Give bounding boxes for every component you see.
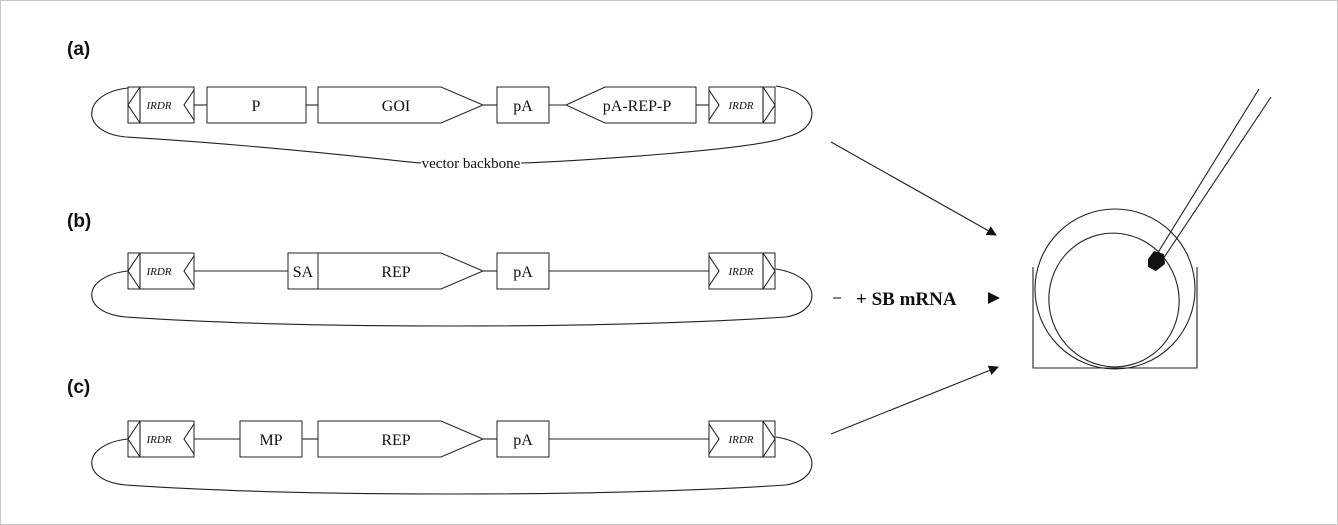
promoter-p-label: P (252, 98, 261, 115)
irdr-right-label: IRDR (727, 434, 753, 446)
pa-label: pA (513, 264, 533, 281)
zygote-injection-illustration (1032, 88, 1272, 370)
sb-mrna-label: + SB mRNA (856, 289, 957, 310)
sb-arrow-head (988, 292, 1000, 304)
vector-backbone-loop (91, 436, 813, 495)
holding-cup (1032, 267, 1198, 369)
irdr-right-element: IRDR (708, 252, 776, 290)
goi-label: GOI (382, 98, 410, 115)
rep-arrow-box (317, 252, 485, 290)
vector-backbone-label: vector backbone (422, 156, 521, 172)
rep-label: REP (381, 264, 410, 281)
rep-arrow-box (317, 420, 485, 458)
arrow-a-to-cell (830, 141, 997, 236)
pa-box (496, 252, 550, 290)
irdr-right-element: IRDR (708, 86, 776, 124)
panel-a: (a) vector backbone IRDR P GOI pA pA-REP… (67, 39, 813, 172)
irdr-left-element: IRDR (127, 420, 195, 458)
irdr-left-label: IRDR (145, 100, 171, 112)
promoter-p-box (206, 86, 307, 124)
panel-b: (b) IRDR SA REP pA IRDR (67, 211, 813, 327)
irdr-left-element: IRDR (127, 252, 195, 290)
sa-label: SA (293, 264, 314, 281)
irdr-left-label: IRDR (145, 434, 171, 446)
pa-rep-p-arrow-box (564, 86, 697, 124)
vector-backbone-loop (91, 268, 813, 327)
needle-tip (1148, 251, 1165, 271)
panel-c: (c) IRDR MP REP pA IRDR (67, 377, 813, 495)
panel-b-label: (b) (67, 211, 91, 232)
rep-label: REP (381, 432, 410, 449)
sa-box (287, 252, 319, 290)
panel-a-label: (a) (67, 39, 90, 60)
irdr-left-label: IRDR (145, 266, 171, 278)
arrow-c-to-cell (830, 365, 999, 435)
irdr-left-element: IRDR (127, 86, 195, 124)
irdr-right-label: IRDR (727, 100, 753, 112)
pa-box (496, 420, 550, 458)
mp-label: MP (259, 432, 282, 449)
inner-cell-ellipse (1048, 232, 1180, 368)
irdr-right-element: IRDR (708, 420, 776, 458)
panel-c-label: (c) (67, 377, 90, 398)
vector-backbone-loop (91, 85, 813, 164)
pa-box (496, 86, 550, 124)
pa-label: pA (513, 98, 533, 115)
pa-rep-p-label: pA-REP-P (603, 98, 672, 115)
goi-arrow-box (317, 86, 485, 124)
needle-line (1160, 96, 1272, 263)
irdr-right-label: IRDR (727, 266, 753, 278)
pa-label: pA (513, 432, 533, 449)
outer-cell-circle (1034, 208, 1196, 370)
needle-line (1153, 88, 1260, 260)
mp-box (239, 420, 303, 458)
